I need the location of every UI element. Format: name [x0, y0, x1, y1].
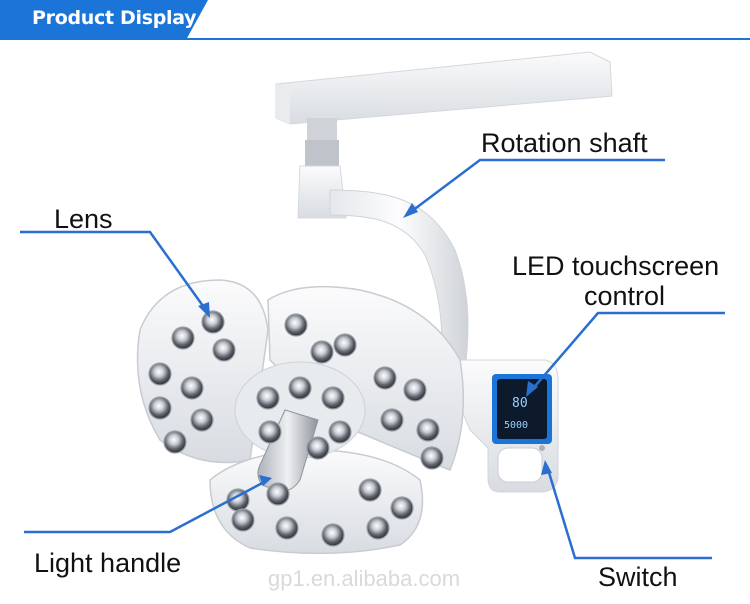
- header-banner: Product Display: [0, 0, 750, 40]
- label-led-touchscreen-line1: LED touchscreen: [512, 251, 720, 281]
- leader-lines: [20, 158, 725, 560]
- banner-shape: [0, 0, 750, 40]
- lens-cluster: [148, 310, 444, 547]
- banner-title: Product Display: [32, 7, 197, 29]
- label-led-touchscreen-line2: control: [584, 281, 666, 311]
- label-lens: Lens: [54, 204, 113, 234]
- label-light-handle: Light handle: [34, 548, 182, 578]
- ceiling-arm: [275, 51, 613, 125]
- watermark: gp1.en.alibaba.com: [268, 566, 461, 591]
- leader-arrowheads: [198, 203, 552, 486]
- label-switch: Switch: [598, 562, 678, 592]
- touchscreen-lux: 5000: [504, 420, 529, 431]
- label-rotation-shaft: Rotation shaft: [481, 128, 648, 158]
- lamp-petal-right: [267, 285, 465, 471]
- rotation-joint: [297, 118, 347, 219]
- touchscreen-value: 80: [512, 396, 528, 411]
